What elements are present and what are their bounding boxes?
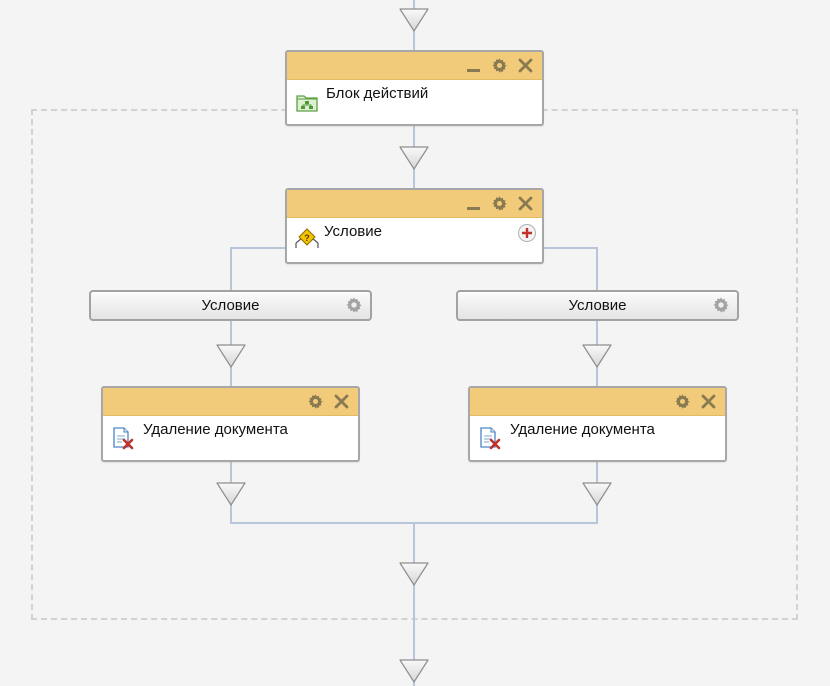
svg-text:?: ? <box>304 233 310 243</box>
block-header[interactable] <box>287 52 542 80</box>
connector-line <box>230 522 598 524</box>
block-title: Блок действий <box>326 85 429 102</box>
gear-icon[interactable] <box>345 296 363 314</box>
block-title: Удаление документа <box>510 421 655 438</box>
gear-icon[interactable] <box>674 393 691 410</box>
gear-icon[interactable] <box>491 195 508 212</box>
folder-tree-icon <box>295 90 319 114</box>
drop-arrow-icon[interactable] <box>582 482 612 506</box>
block-title: Условие <box>324 223 382 240</box>
connector-line <box>540 247 598 249</box>
minimize-icon[interactable] <box>465 57 482 74</box>
add-branch-icon[interactable] <box>517 223 537 243</box>
drop-arrow-icon[interactable] <box>216 482 246 506</box>
delete-document-block-left[interactable]: Удаление документа <box>101 386 360 462</box>
connector-line <box>596 247 598 290</box>
delete-document-icon <box>478 426 502 450</box>
condition-question-icon: ? <box>293 226 321 254</box>
drop-arrow-icon[interactable] <box>399 659 429 683</box>
gear-icon[interactable] <box>491 57 508 74</box>
close-icon[interactable] <box>517 57 534 74</box>
connector-line <box>230 247 232 290</box>
drop-arrow-icon[interactable] <box>399 8 429 32</box>
close-icon[interactable] <box>700 393 717 410</box>
block-header[interactable] <box>287 190 542 218</box>
gear-icon[interactable] <box>712 296 730 314</box>
delete-document-block-right[interactable]: Удаление документа <box>468 386 727 462</box>
drop-arrow-icon[interactable] <box>399 146 429 170</box>
minimize-icon[interactable] <box>465 195 482 212</box>
gear-icon[interactable] <box>307 393 324 410</box>
close-icon[interactable] <box>333 393 350 410</box>
block-title: Удаление документа <box>143 421 288 438</box>
branch-label: Условие <box>201 297 260 314</box>
drop-arrow-icon[interactable] <box>399 562 429 586</box>
drop-arrow-icon[interactable] <box>582 344 612 368</box>
connector-line <box>413 524 415 686</box>
condition-branch-right[interactable]: Условие <box>456 290 739 321</box>
connector-line <box>230 247 287 249</box>
delete-document-icon <box>111 426 135 450</box>
condition-block[interactable]: ? Условие <box>285 188 544 264</box>
block-header[interactable] <box>103 388 358 416</box>
close-icon[interactable] <box>517 195 534 212</box>
condition-branch-left[interactable]: Условие <box>89 290 372 321</box>
drop-arrow-icon[interactable] <box>216 344 246 368</box>
action-block[interactable]: Блок действий <box>285 50 544 126</box>
block-header[interactable] <box>470 388 725 416</box>
branch-label: Условие <box>568 297 627 314</box>
